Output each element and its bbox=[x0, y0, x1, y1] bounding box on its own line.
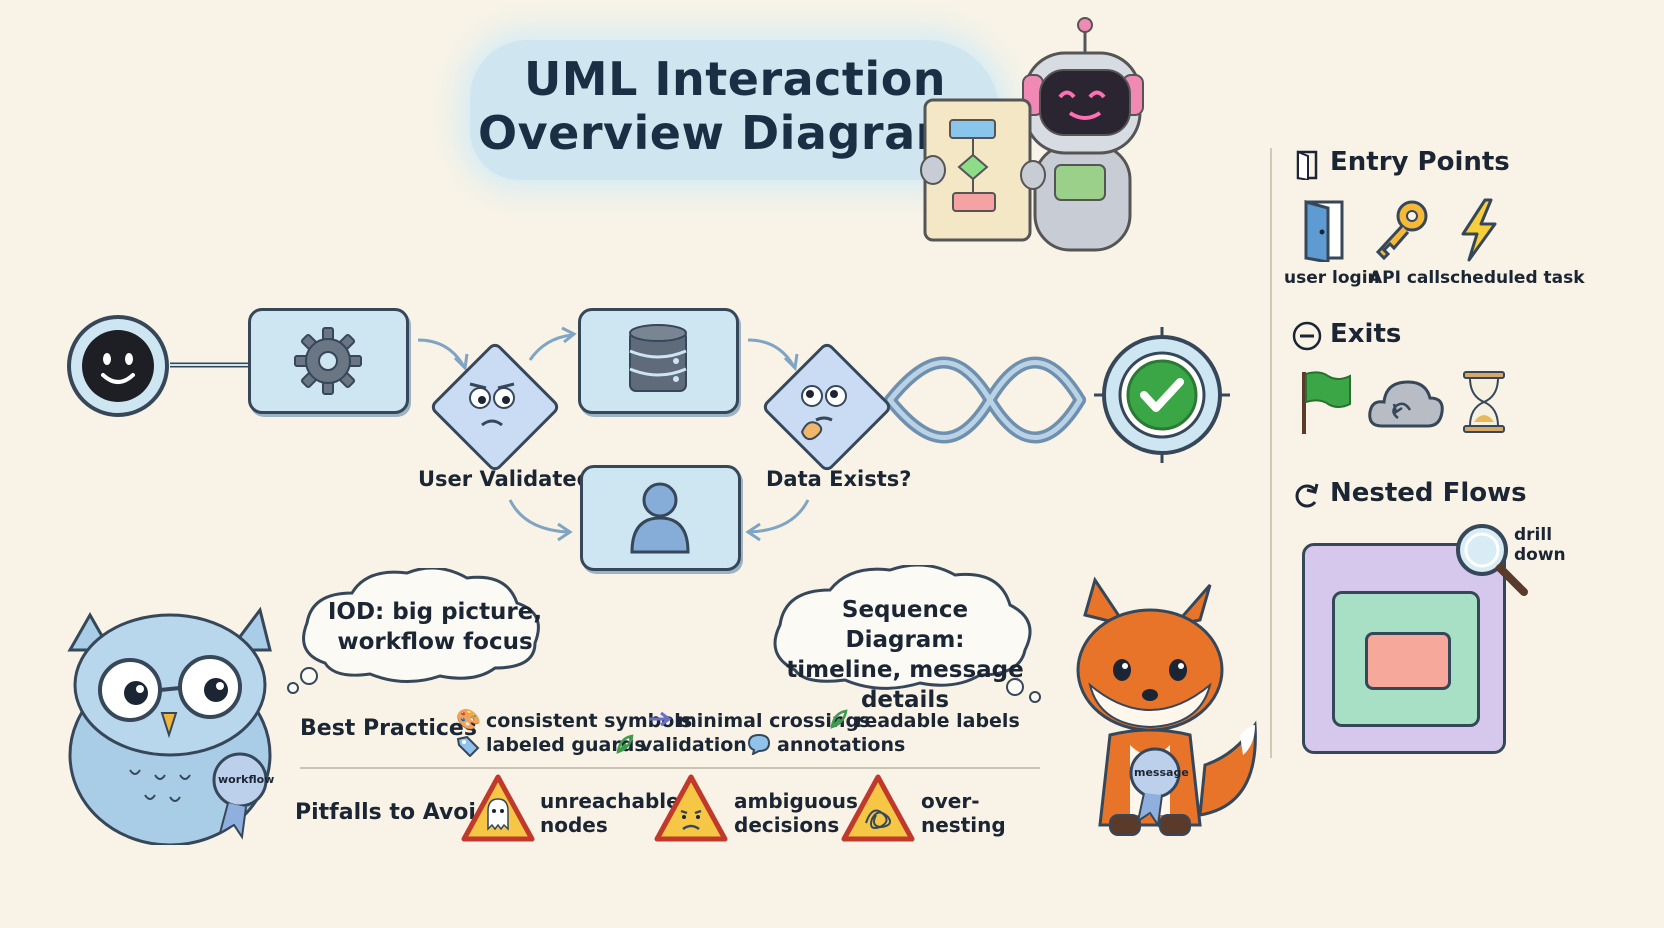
owl-cloud-line-1: IOD: big picture, bbox=[327, 599, 543, 625]
flag-icon bbox=[1302, 371, 1351, 434]
nested-flow-outer[interactable] bbox=[1302, 543, 1506, 754]
pitfall-label-over-nesting: over- nesting bbox=[921, 789, 1006, 837]
ghost-warning-icon bbox=[461, 774, 535, 842]
speech-bubble-icon bbox=[747, 733, 771, 755]
fox-thought-cloud bbox=[773, 565, 1041, 703]
title-banner: UML Interaction Overview Diagrams bbox=[470, 40, 1000, 180]
bp-item-consistent-symbols: consistent symbols bbox=[486, 710, 693, 732]
lightning-icon bbox=[1461, 198, 1497, 262]
door-icon bbox=[1296, 150, 1318, 180]
pitfall-1-line-1: unreachable bbox=[540, 789, 680, 813]
process-node-user[interactable] bbox=[580, 465, 741, 571]
user-icon bbox=[630, 482, 690, 554]
gear-icon bbox=[294, 327, 362, 395]
start-node-icon bbox=[67, 315, 169, 417]
pitfalls-heading: Pitfalls to Avoid bbox=[295, 800, 492, 825]
sidebar-heading-entry-points: Entry Points bbox=[1330, 147, 1510, 177]
palette-icon: 🎨 bbox=[456, 707, 481, 731]
fox-cloud-line-3: details bbox=[860, 687, 950, 713]
pitfall-2-line-1: ambiguous bbox=[734, 789, 858, 813]
tangle-warning-icon bbox=[841, 774, 915, 842]
exit-minus-icon bbox=[1292, 321, 1322, 351]
fox-cloud-line-1: Sequence Diagram: bbox=[841, 597, 969, 653]
robot-mascot-icon bbox=[920, 17, 1144, 252]
nested-flow-middle[interactable] bbox=[1332, 591, 1480, 727]
pitfall-label-unreachable: unreachable nodes bbox=[540, 789, 680, 837]
decision-label-data-exists: Data Exists? bbox=[766, 467, 912, 491]
nested-flow-inner[interactable] bbox=[1365, 632, 1451, 690]
drill-down-label: drill down bbox=[1514, 525, 1566, 565]
drill-line-1: drill bbox=[1514, 525, 1553, 545]
arrow-right-icon bbox=[649, 711, 672, 727]
entry-label-api-call: API call bbox=[1369, 268, 1441, 288]
door-icon bbox=[1304, 200, 1344, 262]
sidebar-heading-nested-flows: Nested Flows bbox=[1330, 478, 1527, 508]
owl-cloud-line-2: workflow focus bbox=[337, 629, 533, 655]
thinking-face-icon bbox=[800, 385, 847, 441]
fox-cloud-line-2: timeline, message bbox=[786, 657, 1024, 683]
owl-mascot-icon bbox=[67, 606, 272, 845]
bp-item-minimal-crossings: minimal crossings bbox=[677, 710, 871, 732]
fox-mascot-icon bbox=[1076, 576, 1257, 836]
pitfall-3-line-2: nesting bbox=[921, 813, 1006, 837]
owl-cloud-text: IOD: big picture, workflow focus bbox=[320, 597, 550, 657]
magnifier-icon bbox=[1456, 524, 1528, 596]
entry-label-user-login: user login bbox=[1284, 268, 1380, 288]
key-icon bbox=[1375, 200, 1428, 261]
pitfall-label-ambiguous: ambiguous decisions bbox=[734, 789, 858, 837]
process-node-database[interactable] bbox=[578, 308, 739, 414]
pitfall-3-line-1: over- bbox=[921, 789, 980, 813]
pitfall-2-line-2: decisions bbox=[734, 813, 840, 837]
hourglass-icon bbox=[1463, 371, 1505, 433]
tag-icon bbox=[456, 735, 480, 757]
confused-warning-icon bbox=[654, 774, 728, 842]
sidebar-heading-exits: Exits bbox=[1330, 319, 1402, 349]
best-practices-heading: Best Practices bbox=[300, 716, 477, 741]
process-node-settings[interactable] bbox=[248, 308, 409, 414]
refresh-icon bbox=[1295, 483, 1319, 508]
title-line-2: Overview Diagrams bbox=[478, 106, 992, 160]
fox-cloud-text: Sequence Diagram: timeline, message deta… bbox=[780, 595, 1030, 715]
database-icon bbox=[629, 324, 687, 392]
drill-line-2: down bbox=[1514, 545, 1566, 565]
bp-item-labeled-guards: labeled guards bbox=[486, 734, 646, 756]
owl-thought-cloud bbox=[287, 568, 540, 694]
entry-label-scheduled-task: scheduled task bbox=[1440, 268, 1585, 288]
flow-connectors bbox=[170, 326, 1086, 542]
worried-face-icon bbox=[469, 382, 515, 427]
title-line-1: UML Interaction bbox=[523, 52, 947, 106]
owl-badge-text: workflow bbox=[218, 773, 275, 786]
cloud-return-icon bbox=[1368, 380, 1444, 428]
bp-item-readable-labels: readable labels bbox=[855, 710, 1020, 732]
end-node-check-icon bbox=[1094, 327, 1230, 463]
pitfall-1-line-2: nodes bbox=[540, 813, 608, 837]
leaf-icon bbox=[830, 709, 848, 729]
sidebar-divider bbox=[1270, 148, 1272, 758]
leaf-icon bbox=[616, 734, 634, 754]
bp-item-annotations: annotations bbox=[777, 734, 906, 756]
bp-item-validation: validation bbox=[640, 734, 747, 756]
section-divider bbox=[300, 767, 1040, 769]
fox-badge-text: message bbox=[1134, 766, 1189, 779]
decision-label-user-validated: User Validated? bbox=[418, 467, 604, 491]
